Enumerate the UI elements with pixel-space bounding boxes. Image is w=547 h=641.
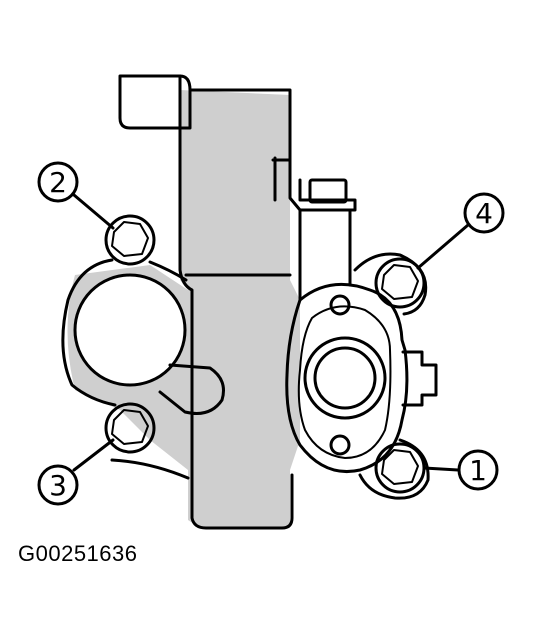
- bracket-stem: [273, 156, 352, 302]
- right-flange: [285, 282, 409, 474]
- bolt-4: [374, 257, 426, 309]
- pump-body-shading: [180, 90, 300, 528]
- callout-label: 1: [469, 454, 487, 487]
- flange-screw-bottom: [329, 434, 351, 456]
- bolt-1: [374, 442, 426, 494]
- leader-4: [416, 223, 470, 270]
- callout-3: 3: [37, 464, 79, 506]
- callout-1: 1: [457, 449, 499, 491]
- outlet-outer: [303, 336, 387, 420]
- top-connector: [118, 74, 192, 130]
- left-housing-outline: [61, 258, 190, 480]
- callout-label: 4: [475, 197, 493, 230]
- pump-body-outline: [178, 88, 294, 530]
- callout-4: 4: [463, 192, 505, 234]
- callout-label: 3: [49, 469, 67, 502]
- bolt-3: [104, 402, 156, 454]
- left-bore: [73, 273, 187, 387]
- outlet-inner: [313, 346, 377, 410]
- flange-screw-top: [329, 294, 351, 316]
- leader-2: [72, 193, 115, 230]
- bolt-2: [104, 214, 156, 266]
- hex-nut-top: [308, 178, 348, 204]
- left-spout: [158, 363, 225, 415]
- leader-3: [72, 438, 115, 472]
- figure-id: G00251636: [18, 541, 138, 566]
- flange-inner: [297, 305, 392, 459]
- callout-label: 2: [49, 166, 67, 199]
- callout-2: 2: [37, 161, 79, 203]
- lower-right-ear: [358, 438, 430, 500]
- leader-1: [422, 466, 460, 472]
- side-fitting: [401, 350, 438, 407]
